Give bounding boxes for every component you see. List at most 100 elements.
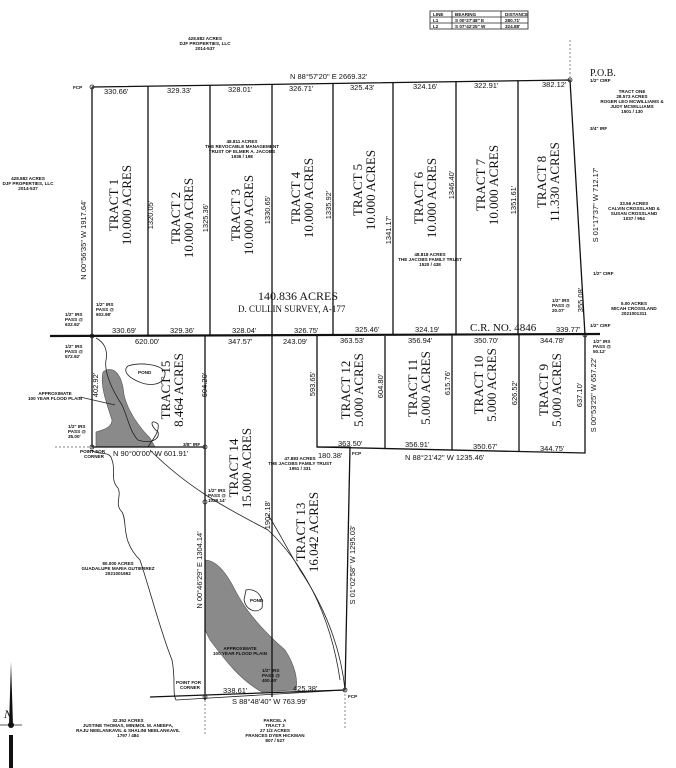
tract-6-label: TRACT 610.000 ACRES [411,158,439,238]
creek-boundary [89,337,346,701]
monument-label: 1/2" CIRF [593,271,614,276]
monument-label: 3/8" IRF [183,442,200,447]
line-table-header: LINE [433,12,443,17]
tract-12-label: TRACT 125.000 ACRES [338,353,366,427]
monument-label: 1/2" CIRF [590,323,611,328]
tract-10-label: TRACT 105.000 ACRES [471,348,499,422]
dimension: 356.91' [405,440,430,449]
dimension: 620.00' [135,337,160,346]
flood-plain-south [204,559,297,693]
dimension: 604.80' [376,373,385,398]
dimension: 1351.61' [509,185,518,214]
dimension: 326.75' [294,326,319,335]
tract-2-label: TRACT 210.000 ACRES [168,178,196,258]
dimension: 326.71' [289,84,314,93]
dimension: 382.12' [542,80,567,89]
tract-11-label: TRACT 115.000 ACRES [405,351,433,425]
tract-labels: TRACT 110.000 ACRES TRACT 210.000 ACRES … [106,142,564,572]
pond-label: POND [250,598,264,603]
dimension: 593.65' [308,371,317,396]
tract-boundaries [49,40,601,735]
dimension: 180.38' [318,451,343,460]
bearing-label: S 88°48'40" W 763.99' [232,697,307,706]
line-table-cell: L2 [433,24,439,29]
dimension: 350.70' [474,336,499,345]
pond-north [125,363,166,385]
creek-line [149,449,341,681]
line-table-cell: S 07°42'25" W [455,24,486,29]
line-table-header: DISTANCE [505,12,528,17]
dimension: 328.04' [232,326,257,335]
bearing-label: S 00°53'25" W 657.22' [589,357,598,432]
bearing-label: S 01°02'58" W 1295.03' [348,525,357,605]
dimension: 329.36' [170,326,195,335]
tract-1-label: TRACT 110.000 ACRES [106,165,134,245]
tract-13-label: TRACT 1316.042 ACRES [293,492,321,572]
dimension: 615.76' [443,370,452,395]
tract-9-label: TRACT 95.000 ACRES [536,353,564,427]
bearing-label: S 01°17'37" W 712.17' [591,167,600,242]
dimension: 1325.36' [201,203,210,232]
road-label: C.R. NO. 4846 [470,322,537,334]
tract-7-label: TRACT 710.000 ACRES [473,145,501,225]
dimension: 604.20' [200,372,209,397]
dimension: 330.66' [104,87,129,96]
dimension: 356.94' [408,336,433,345]
monument-label: FCP [73,85,82,90]
dimension: 338.61' [223,686,248,695]
dimension: 328.01' [228,85,253,94]
total-acres: 140.836 ACRES [258,289,338,303]
bearings: N 88°57'20" E 2669.32' N 00°56'35" W 191… [79,72,600,706]
dimension: 626.52' [510,380,519,405]
dimension: 329.33' [167,86,192,95]
dimension: 344.75' [540,444,565,453]
dimension: 325.43' [350,83,375,92]
dimension: 363.50' [338,439,363,448]
survey-name: D. CULLIN SURVEY, A-177 [238,304,346,314]
tract-5-label: TRACT 510.000 ACRES [350,150,378,230]
line-table-cell: L1 [433,18,439,23]
line-table-cell: 324.88' [505,24,520,29]
tract-14-label: TRACT 1415.000 ACRES [226,428,254,508]
dimension: 322.91' [474,81,499,90]
line-table-cell: 280.71' [505,18,520,23]
pond-label: POND [138,370,152,375]
dimension: 339.77' [556,325,581,334]
monuments: FCP FCP FCP 1/2" CIRF 1/2" CIRF 1/2" CIR… [65,77,614,700]
tract-4-label: TRACT 410.000 ACRES [288,158,316,238]
dimension: 1346.40' [447,170,456,199]
dimension: 344.78' [540,336,565,345]
dimension: 324.16' [413,82,438,91]
pob-label: P.O.B. [590,68,616,79]
dimension: 347.57' [228,337,253,346]
pond-south [243,589,263,612]
monument-label: 3/4" IRF [590,126,607,131]
line-table-cell: S 00°27'48" E [455,18,484,23]
line-table: LINE BEARING DISTANCE L1 S 00°27'48" E 2… [429,10,529,30]
dimension: 402.92' [91,372,100,397]
line-table-header: BEARING [455,12,477,17]
dimension: 350.67' [473,442,498,451]
dimension: 425.38' [293,684,318,693]
bearing-label: N 88°21'42" W 1235.46' [405,453,485,462]
